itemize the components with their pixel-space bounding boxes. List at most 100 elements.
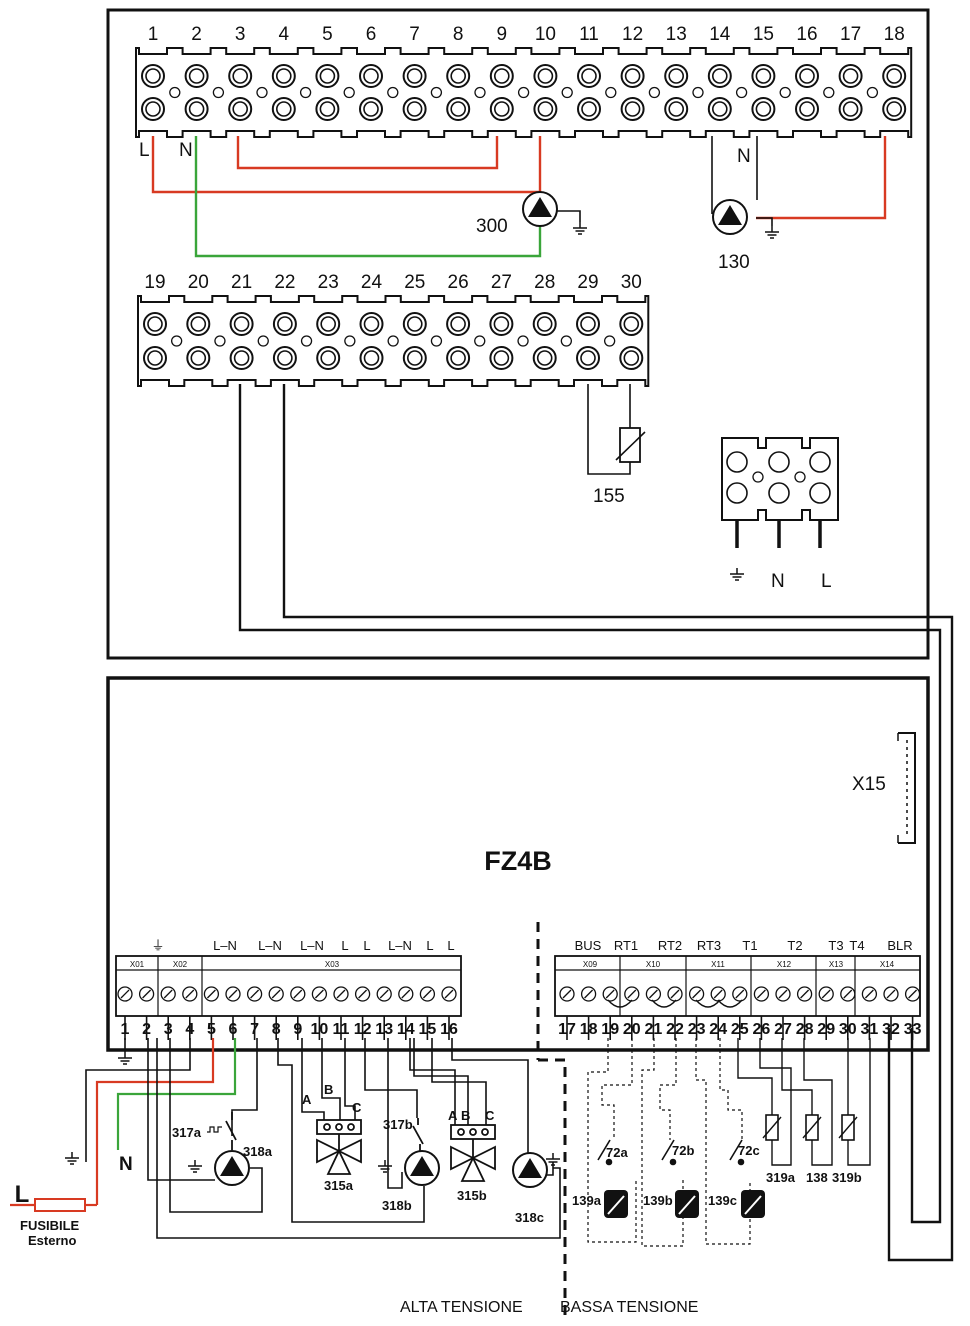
switch-317a-icon	[207, 1112, 237, 1150]
hv-header: L–N	[213, 938, 237, 953]
hv-header: L–N	[388, 938, 412, 953]
board-terminal-number: 30	[839, 1021, 857, 1038]
boiler-panel	[106, 8, 930, 660]
label-n15: N	[737, 146, 751, 167]
zone-high-voltage: ALTA TENSIONE	[400, 1299, 523, 1316]
remote-139c-icon	[741, 1190, 765, 1218]
remote-139a-icon	[604, 1190, 628, 1218]
group-label: X03	[325, 960, 340, 969]
board-terminal-number: 11	[333, 1021, 350, 1038]
board-terminal-number: 18	[580, 1021, 598, 1038]
board-terminal-number: 22	[666, 1021, 684, 1038]
sensor-319b-icon	[838, 1114, 858, 1141]
board-terminal-number: 29	[817, 1021, 835, 1038]
board-terminal-number: 26	[753, 1021, 771, 1038]
hv-header: ⏚	[151, 938, 164, 953]
sensor-138-icon	[802, 1114, 822, 1141]
sensor-155-icon	[615, 427, 646, 463]
hv-header: L–N	[258, 938, 282, 953]
board-terminal-number: 21	[645, 1021, 663, 1038]
supply-fuse	[10, 1198, 97, 1212]
board-terminal-number: 27	[774, 1021, 792, 1038]
hv-lv-divider-lower	[538, 1058, 567, 1320]
label-138: 138	[806, 1170, 828, 1185]
lv-header: RT1	[614, 938, 638, 953]
label-72c: 72c	[738, 1143, 760, 1158]
board-terminal-number: 10	[311, 1021, 329, 1038]
board-terminal-number: 2	[142, 1021, 151, 1038]
terminal-number: 21	[231, 272, 252, 293]
terminal-number: 22	[274, 272, 295, 293]
terminal-number: 25	[404, 272, 425, 293]
label-pump-130: 130	[718, 252, 750, 273]
group-label: X01	[130, 960, 145, 969]
terminal-number: 8	[453, 24, 464, 45]
terminal-number: 28	[534, 272, 555, 293]
label-139c: 139c	[708, 1193, 737, 1208]
terminal-number: 16	[796, 24, 817, 45]
board-terminal-number: 14	[397, 1021, 415, 1038]
terminal-number: 19	[144, 272, 165, 293]
board-terminal-number: 24	[709, 1021, 727, 1038]
board-terminal-number: 15	[419, 1021, 437, 1038]
terminal-number: 30	[621, 272, 642, 293]
lv-header: T1	[742, 938, 757, 953]
terminal-number: 18	[884, 24, 905, 45]
terminal-number: 20	[188, 272, 209, 293]
board-terminal-number: 3	[164, 1021, 173, 1038]
board-terminal-number: 19	[601, 1021, 619, 1038]
terminal-number: 5	[322, 24, 333, 45]
group-label: X11	[711, 960, 725, 969]
valve-315b-port-c: C	[485, 1108, 495, 1123]
label-319a: 319a	[766, 1170, 796, 1185]
board-terminal-number: 23	[688, 1021, 706, 1038]
x15-label: X15	[852, 774, 886, 795]
lv-header: BLR	[887, 938, 912, 953]
terminal-number: 1	[148, 24, 159, 45]
hv-header: L	[341, 938, 348, 953]
lv-header: BUS	[575, 938, 602, 953]
group-label: X09	[583, 960, 598, 969]
terminal-number: 13	[666, 24, 687, 45]
board-terminal-number: 5	[207, 1021, 216, 1038]
terminal-number: 14	[709, 24, 731, 45]
label-pump-300: 300	[476, 216, 508, 237]
group-label: X02	[173, 960, 188, 969]
terminal-number: 23	[318, 272, 339, 293]
hv-header: L	[447, 938, 454, 953]
label-318c: 318c	[515, 1210, 544, 1225]
board-terminal-number: 31	[861, 1021, 879, 1038]
mains-n-label: N	[771, 571, 785, 592]
fuse-label-2: Esterno	[28, 1233, 76, 1248]
valve-315b-port-b: B	[461, 1108, 470, 1123]
valve-315a-port-c: C	[352, 1100, 362, 1115]
valve-315b-port-a: A	[448, 1108, 458, 1123]
label-319b: 319b	[832, 1170, 862, 1185]
label-139b: 139b	[643, 1193, 673, 1208]
group-label: X13	[829, 960, 844, 969]
terminal-number: 26	[448, 272, 469, 293]
label-317b: 317b	[383, 1117, 413, 1132]
x15-connector	[897, 732, 916, 844]
lv-header: T4	[849, 938, 864, 953]
terminal-number: 24	[361, 272, 383, 293]
board-terminal-number: 25	[731, 1021, 749, 1038]
board-title: FZ4B	[484, 846, 552, 876]
hv-header: L	[426, 938, 433, 953]
thermostat-72c-icon	[729, 1139, 745, 1166]
terminal-number: 10	[535, 24, 556, 45]
supply-l-label: L	[15, 1181, 30, 1208]
mains-l-label: L	[821, 571, 832, 592]
board-terminal-number: 32	[882, 1021, 900, 1038]
board-terminal-number: 17	[558, 1021, 576, 1038]
valve-315b-icon	[450, 1124, 496, 1182]
terminal-number: 4	[279, 24, 290, 45]
lv-header: RT3	[697, 938, 721, 953]
label-318a: 318a	[243, 1144, 273, 1159]
label-139a: 139a	[572, 1193, 602, 1208]
board-terminal-number: 6	[229, 1021, 238, 1038]
